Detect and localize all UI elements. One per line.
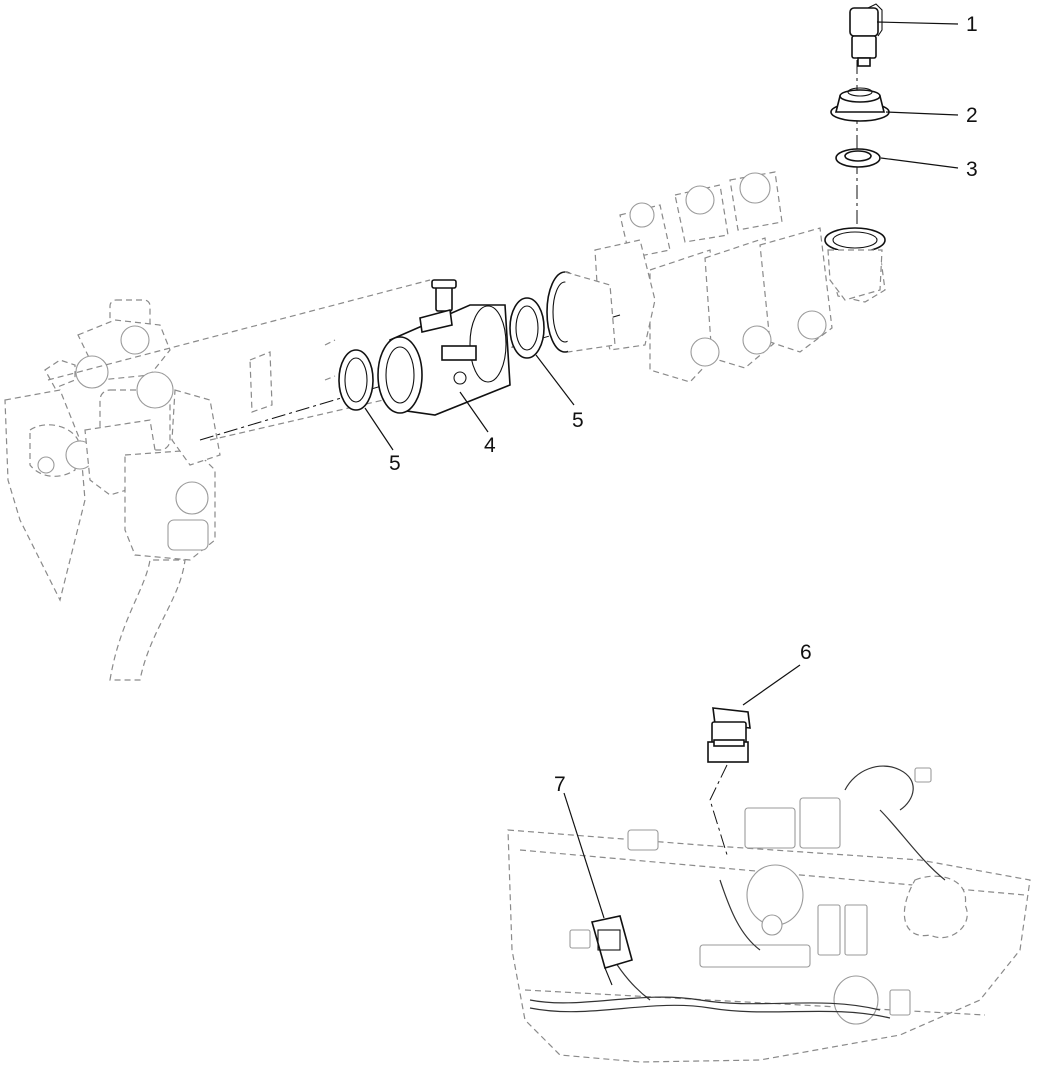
part-3-o-ring — [835, 148, 881, 168]
callout-7: 7 — [554, 773, 566, 796]
leader-6 — [742, 664, 801, 706]
callout-5-right: 5 — [572, 409, 584, 432]
leader-4 — [459, 391, 489, 433]
ghost-fitting-elbow — [824, 227, 886, 301]
part-5-gasket-left — [338, 349, 374, 411]
part-5-gasket-right — [509, 297, 545, 359]
ghost-console-panel — [507, 797, 1031, 1063]
ghost-pipe-section — [47, 279, 471, 441]
leader-3 — [880, 157, 959, 169]
part-1-pressure-sensor — [849, 3, 883, 67]
callout-6: 6 — [800, 641, 812, 664]
ghost-valve-assembly-left — [4, 299, 221, 681]
wire-harness — [529, 765, 946, 1019]
leader-2 — [885, 111, 959, 116]
callout-2: 2 — [966, 104, 978, 127]
leader-1 — [876, 21, 959, 25]
part-6-rocker-switch — [707, 707, 751, 763]
leader-5a — [364, 407, 394, 451]
callout-1: 1 — [966, 13, 978, 36]
switch-centerline — [709, 764, 729, 859]
callout-3: 3 — [966, 158, 978, 181]
part-7-harness-connector — [590, 915, 633, 986]
leader-5b — [535, 354, 575, 406]
callout-4: 4 — [484, 434, 496, 457]
ghost-manifold-right — [594, 171, 886, 383]
part-4-flowmeter: RAVEN — [377, 279, 511, 416]
flowmeter-plate-text: RAVEN — [444, 349, 474, 359]
part-2-adapter-fitting — [830, 87, 890, 122]
callout-5-left: 5 — [389, 452, 401, 475]
ghost-clamp-coupling — [546, 271, 616, 353]
leader-7 — [563, 792, 605, 919]
